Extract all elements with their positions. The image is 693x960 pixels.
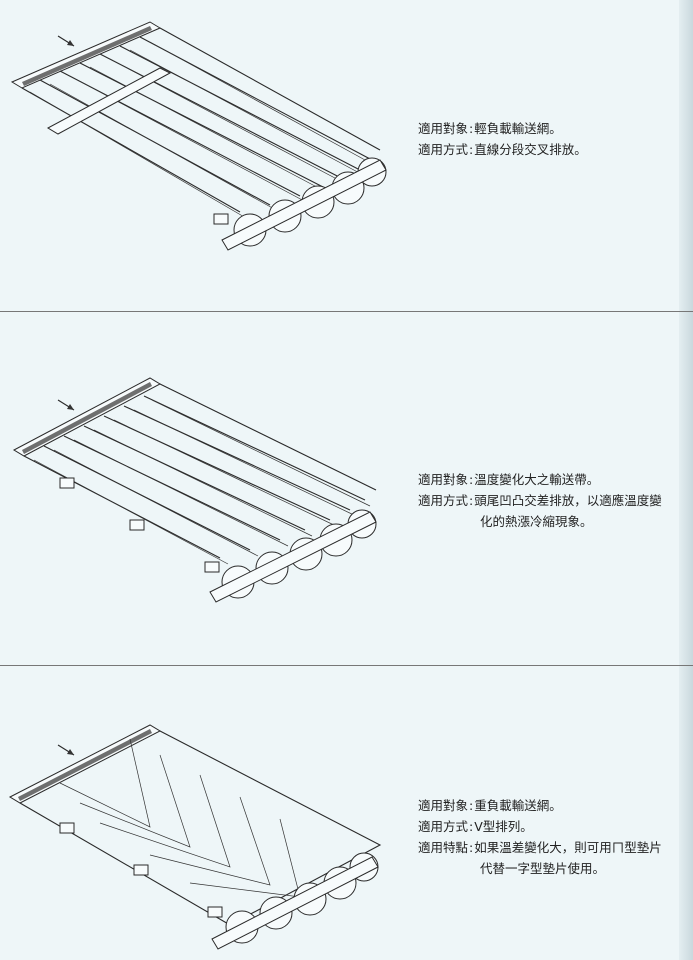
description-line: 適用對象:溫度變化大之輸送帶。 (418, 472, 600, 487)
section-2-description: 適用對象:溫度變化大之輸送帶。 適用方式:頭尾凹凸交差排放，以適應溫度變 化的熱… (418, 469, 662, 532)
page-edge-shadow (679, 0, 693, 960)
feed-arrow-icon (57, 744, 75, 756)
section-1-description: 適用對象:輕負載輸送網。 適用方式:直線分段交叉排放。 (418, 118, 587, 160)
section-divider (0, 665, 693, 666)
v-type-belt-drawing (0, 715, 400, 960)
description-line: 化的熱漲冷縮現象。 (480, 514, 593, 529)
section-divider (0, 311, 693, 312)
description-line: 適用特點:如果溫差變化大，則可用ㄇ型墊片 (418, 840, 662, 855)
description-line: 適用方式:V型排列。 (418, 819, 533, 834)
description-line: 適用方式:直線分段交叉排放。 (418, 142, 587, 157)
section-3-description: 適用對象:重負載輸送網。 適用方式:V型排列。 適用特點:如果溫差變化大，則可用… (418, 795, 662, 879)
staggered-segment-belt-drawing (0, 370, 400, 615)
description-line: 代替一字型墊片使用。 (480, 861, 606, 876)
description-line: 適用方式:頭尾凹凸交差排放，以適應溫度變 (418, 493, 662, 508)
description-line: 適用對象:輕負載輸送網。 (418, 121, 562, 136)
straight-segment-belt-drawing (0, 0, 400, 300)
feed-arrow-icon (57, 35, 75, 47)
feed-arrow-icon (57, 399, 75, 411)
description-line: 適用對象:重負載輸送網。 (418, 798, 562, 813)
